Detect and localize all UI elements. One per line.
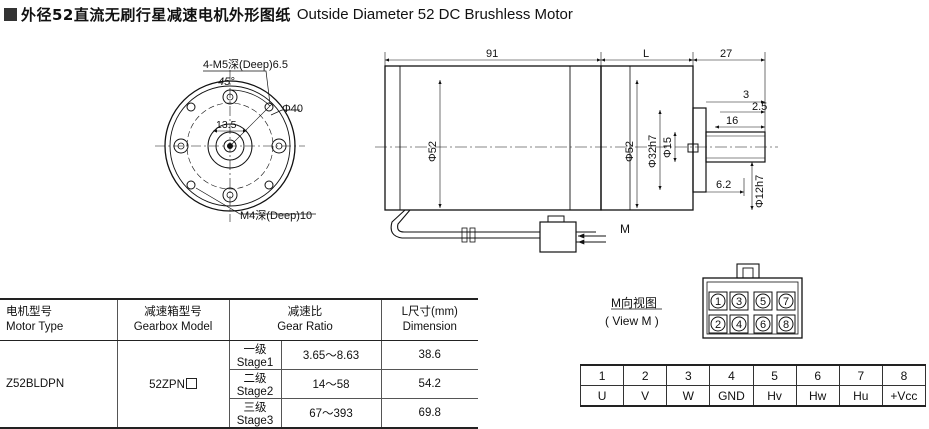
pin-label: 2 <box>715 319 721 331</box>
dim-6-2: 6.2 <box>716 179 731 191</box>
drawing-title: 外径52直流无刷行星减速电机外形图纸 Outside Diameter 52 D… <box>4 4 573 24</box>
pin-table: 1 2 3 4 5 6 7 8 U V W GND Hv Hw Hu +Vcc <box>579 364 927 407</box>
pin-number: 6 <box>795 364 840 386</box>
dim-body-91: 91 <box>486 48 498 60</box>
pin-label: 7 <box>783 296 789 308</box>
title-en: Outside Diameter 52 DC Brushless Motor <box>296 5 573 23</box>
pin-label: 6 <box>760 319 766 331</box>
gearbox-diameter: Φ52 <box>624 141 636 162</box>
dim-16: 16 <box>726 115 738 127</box>
pin-number: 7 <box>838 364 883 386</box>
pin-number-row: 1 2 3 4 5 6 7 8 <box>579 364 927 386</box>
pin-number: 3 <box>666 364 711 386</box>
pin-signal: W <box>666 385 711 407</box>
front-angle-label: 45° <box>218 76 235 88</box>
pin-number: 8 <box>881 364 927 386</box>
title-square-icon <box>4 7 17 21</box>
front-hole-note: 4-M5深(Deep)6.5 <box>203 58 288 71</box>
pin-label: 1 <box>715 296 721 308</box>
pin-signal: V <box>623 385 668 407</box>
pin-number: 4 <box>709 364 754 386</box>
pin-number: 2 <box>623 364 668 386</box>
gearbox-model-cell: 52ZPN <box>117 340 230 429</box>
shaft-diameter: Φ12h7 <box>754 175 766 208</box>
header-dimension: L尺寸(mm)Dimension <box>381 298 478 341</box>
pin-label: 4 <box>736 319 742 331</box>
motor-diameter: Φ52 <box>427 141 439 162</box>
connector-view-title-cn: M向视图 <box>611 295 657 310</box>
pin-signal-row: U V W GND Hv Hw Hu +Vcc <box>579 385 927 407</box>
front-pcd-label: Φ40 <box>282 103 303 115</box>
pin-signal: Hv <box>752 385 797 407</box>
connector-view <box>702 263 803 339</box>
dim-2-5: 2.5 <box>752 101 767 113</box>
title-cn: 外径52直流无刷行星减速电机外形图纸 <box>21 5 291 24</box>
table-row: Z52BLDPN 52ZPN 一级Stage1 3.65～8.63 38.6 <box>0 340 478 429</box>
connector-label-M: M <box>620 222 630 236</box>
dimension-cell: 69.8 <box>381 398 478 429</box>
pin-signal: Hw <box>795 385 840 407</box>
pin-signal: U <box>579 385 625 407</box>
connector-pins: 1 3 5 7 2 4 6 8 <box>708 291 796 334</box>
dimension-cell: 54.2 <box>381 369 478 399</box>
pin-signal: +Vcc <box>881 385 927 407</box>
connector-view-title-en: ( View M ) <box>605 314 659 328</box>
pin-number: 5 <box>752 364 797 386</box>
ratio-cell: 67～393 <box>281 398 382 429</box>
pilot-diameter: Φ32h7 <box>647 135 659 168</box>
stage-cell: 二级Stage2 <box>229 369 282 399</box>
table-row: 二级Stage2 14～58 54.2 <box>0 369 478 399</box>
placeholder-box-icon <box>185 377 197 389</box>
front-inner-dim: 13.5 <box>216 119 237 131</box>
ratio-cell: 14～58 <box>281 369 382 399</box>
boss-diameter: Φ15 <box>662 137 674 158</box>
dim-gearbox-L: L <box>643 48 649 60</box>
motor-type-cell: Z52BLDPN <box>0 340 118 429</box>
stage-cell: 一级Stage1 <box>229 340 282 370</box>
front-bottom-note: M4深(Deep)10 <box>240 209 312 222</box>
pin-signal: Hu <box>838 385 883 407</box>
dimension-cell: 38.6 <box>381 340 478 370</box>
stage-cell: 三级Stage3 <box>229 398 282 429</box>
side-view <box>375 52 778 253</box>
pin-label: 8 <box>783 319 789 331</box>
pin-signal: GND <box>709 385 754 407</box>
pin-number: 1 <box>579 364 625 386</box>
ratio-cell: 3.65～8.63 <box>281 340 382 370</box>
dim-3: 3 <box>743 89 749 101</box>
pin-label: 3 <box>736 296 742 308</box>
pin-label: 5 <box>760 296 766 308</box>
front-view <box>155 70 316 222</box>
dim-shaft-27: 27 <box>720 48 732 60</box>
technical-drawing: 4-M5深(Deep)6.5 45° Φ40 13.5 M4深(Deep)10 <box>155 48 803 339</box>
